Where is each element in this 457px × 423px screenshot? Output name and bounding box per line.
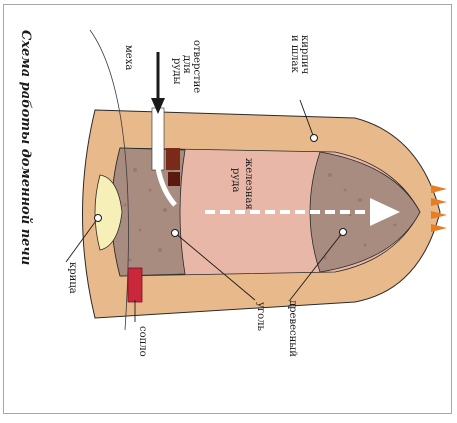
- frame-border: [3, 4, 452, 414]
